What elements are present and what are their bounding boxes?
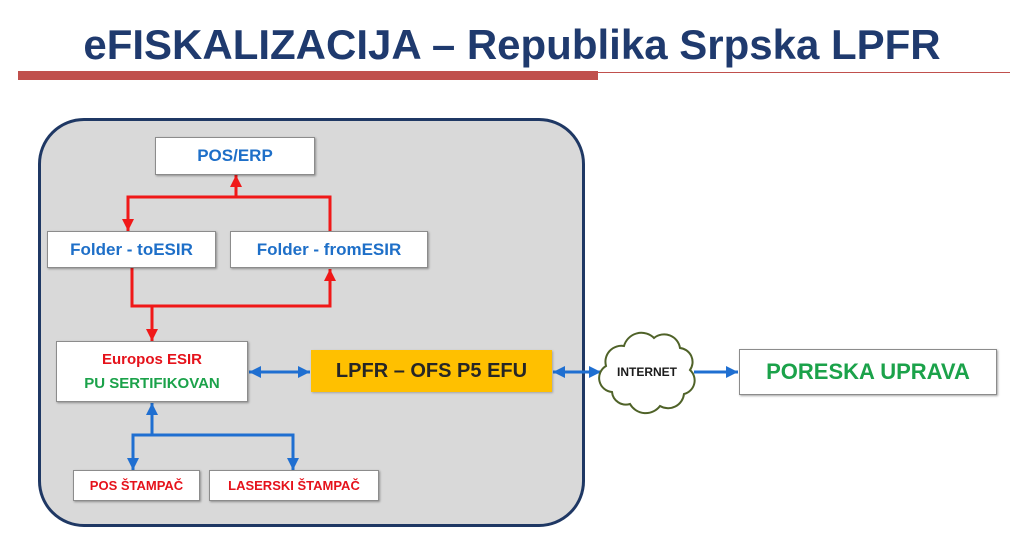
tax-authority-box: PORESKA UPRAVA: [739, 349, 997, 395]
esir-box: Europos ESIR PU SERTIFIKOVAN: [56, 341, 248, 402]
folder-to-esir-box: Folder - toESIR: [47, 231, 216, 268]
esir-certified-status: PU SERTIFIKOVAN: [84, 374, 220, 392]
connector-toesir-to-fromesir: [130, 268, 336, 308]
internet-cloud-shape: [598, 331, 696, 415]
connector-esir-to-printers: [127, 433, 299, 470]
internet-cloud-label: INTERNET: [617, 365, 677, 379]
esir-name: Europos ESIR: [101, 350, 202, 368]
title-underline-bar: [18, 71, 598, 80]
slide-title: eFISKALIZACIJA – Republika Srpska LPFR: [83, 21, 941, 68]
connector-from-esir-folder-to-toesir-folder: [122, 195, 332, 231]
pos-erp-box: POS/ERP: [155, 137, 315, 175]
folder-from-esir-box: Folder - fromESIR: [230, 231, 428, 268]
laser-printer-box: LASERSKI ŠTAMPAČ: [209, 470, 379, 501]
title-underline-rule: [598, 72, 1010, 73]
lpfr-box: LPFR – OFS P5 EFU: [311, 350, 552, 392]
pos-printer-box: POS ŠTAMPAČ: [73, 470, 200, 501]
